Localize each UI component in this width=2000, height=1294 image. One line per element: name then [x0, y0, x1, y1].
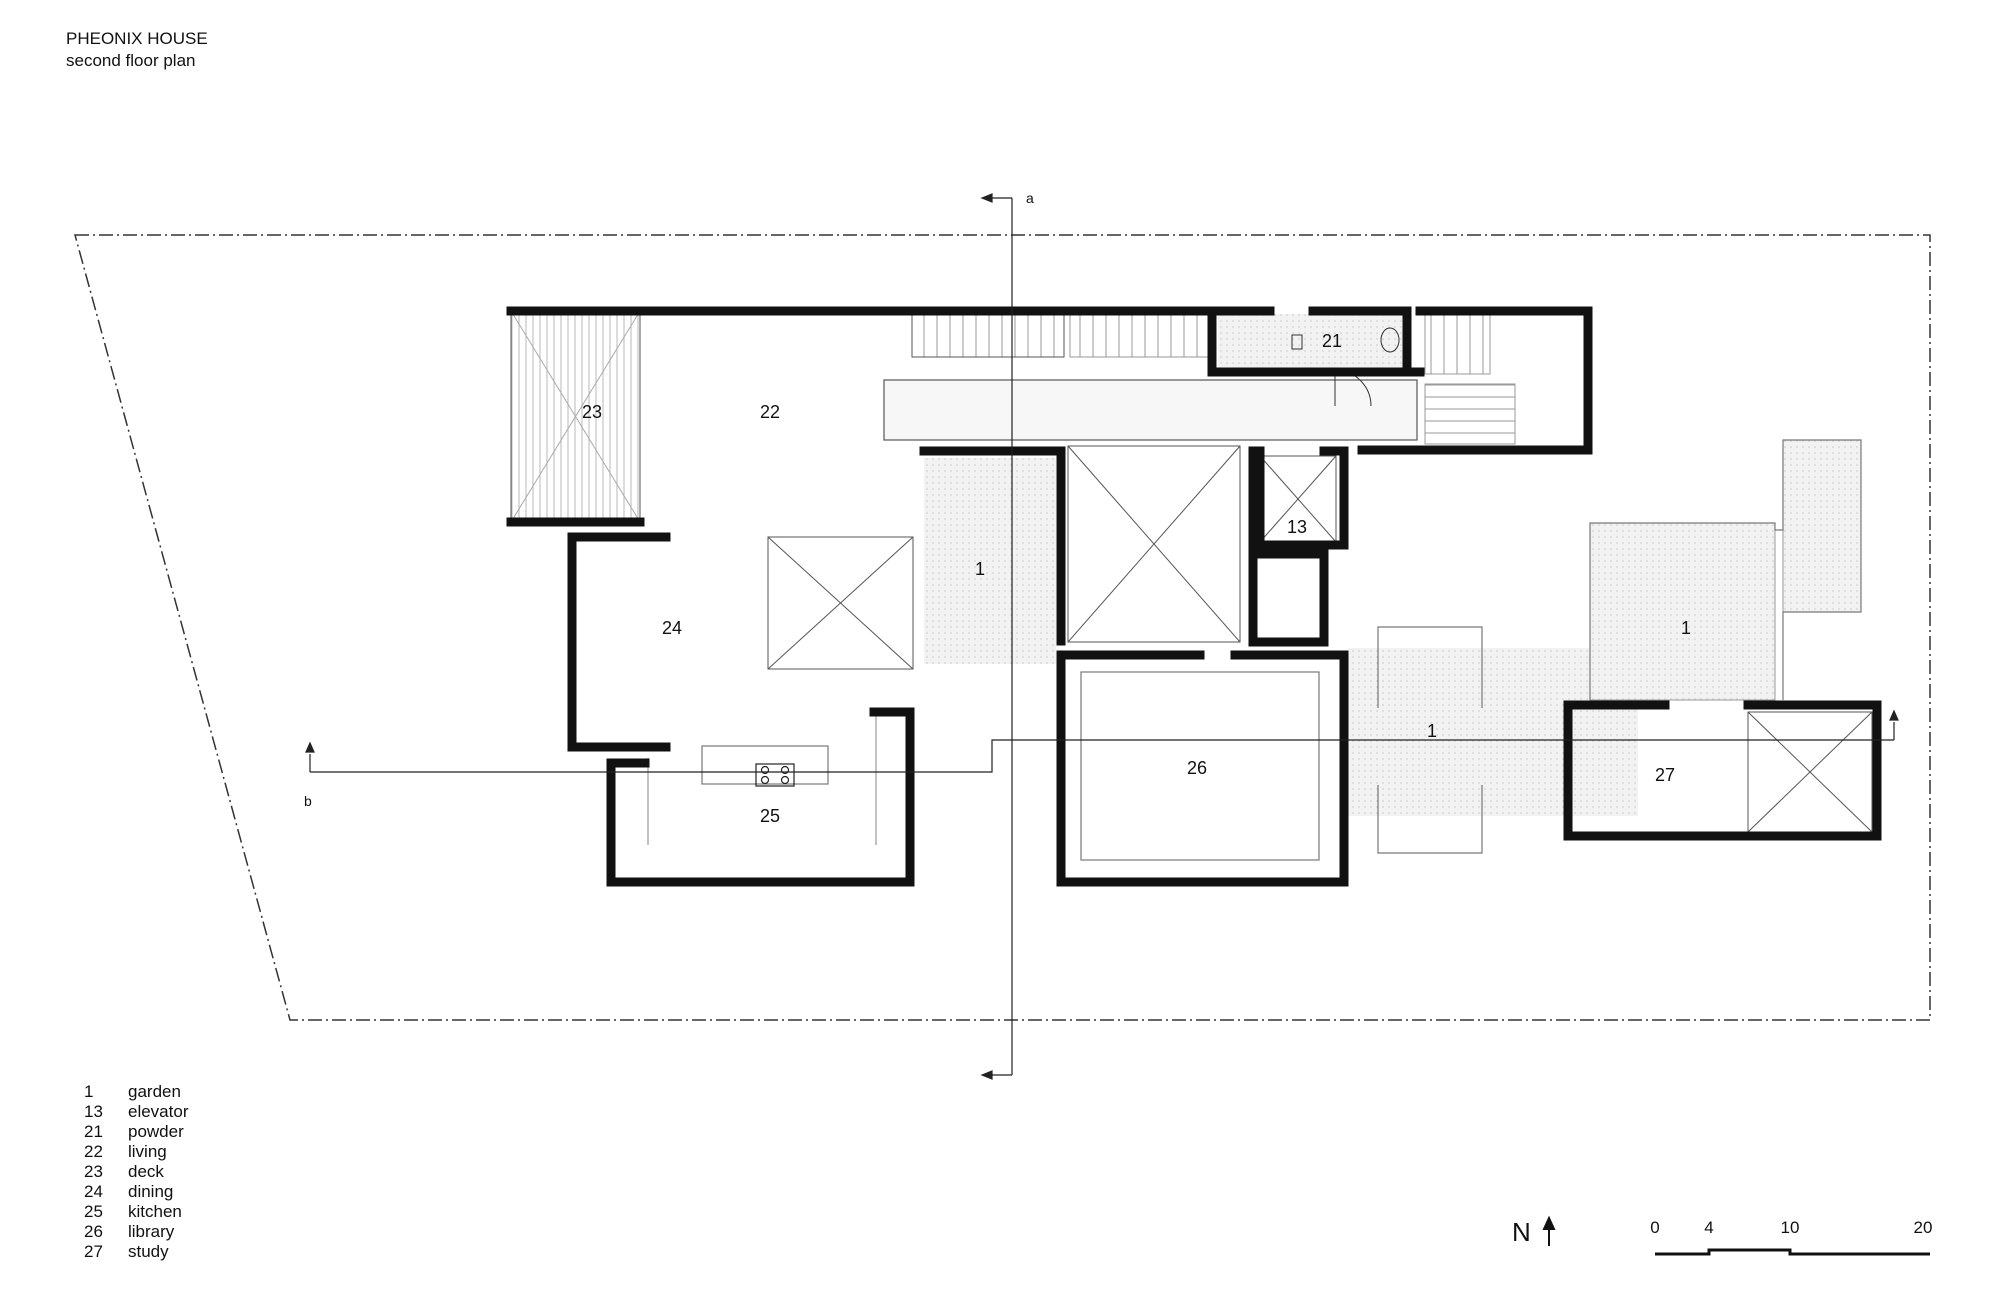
room-label-kitchen: 25 [760, 806, 780, 826]
property-boundary [74, 234, 1931, 1021]
section-line-b [305, 709, 1899, 773]
scale-tick-label: 20 [1913, 1218, 1933, 1237]
scale-bar [1655, 1248, 1930, 1256]
room-label-garden: 1 [975, 559, 985, 579]
room-label-garden: 1 [1681, 618, 1691, 638]
garden-area [1589, 522, 1776, 701]
drawing-title: PHEONIX HOUSE [66, 29, 208, 48]
powder-floor [1218, 314, 1410, 368]
stair [1424, 313, 1491, 375]
room-label-garden: 1 [1427, 721, 1437, 741]
garden-area [924, 458, 1056, 664]
room-label-powder: 21 [1322, 331, 1342, 351]
section-marker-a: a [1026, 190, 1034, 206]
garden-area [1782, 439, 1862, 613]
north-arrow-icon [1542, 1215, 1556, 1246]
section-line-a [980, 193, 1013, 1080]
drawing-subtitle: second floor plan [66, 51, 196, 70]
stair [911, 313, 1065, 358]
scale-tick-label: 4 [1704, 1218, 1714, 1237]
room-label-living: 22 [760, 402, 780, 422]
room-label-study: 27 [1655, 765, 1675, 785]
room-label-library: 26 [1187, 758, 1207, 778]
stair [1069, 313, 1209, 358]
section-marker-b: b [304, 793, 312, 809]
scale-tick-label: 0 [1650, 1218, 1660, 1237]
room-label-elevator: 13 [1287, 517, 1307, 537]
stair [1424, 383, 1516, 445]
bridge [883, 379, 1418, 441]
void-box [767, 445, 1873, 833]
room-label-deck: 23 [582, 402, 602, 422]
scale-tick-label: 10 [1780, 1218, 1800, 1237]
cooktop [755, 763, 795, 787]
walls [506, 306, 1882, 887]
north-label: N [1512, 1217, 1531, 1247]
room-label-dining: 24 [662, 618, 682, 638]
